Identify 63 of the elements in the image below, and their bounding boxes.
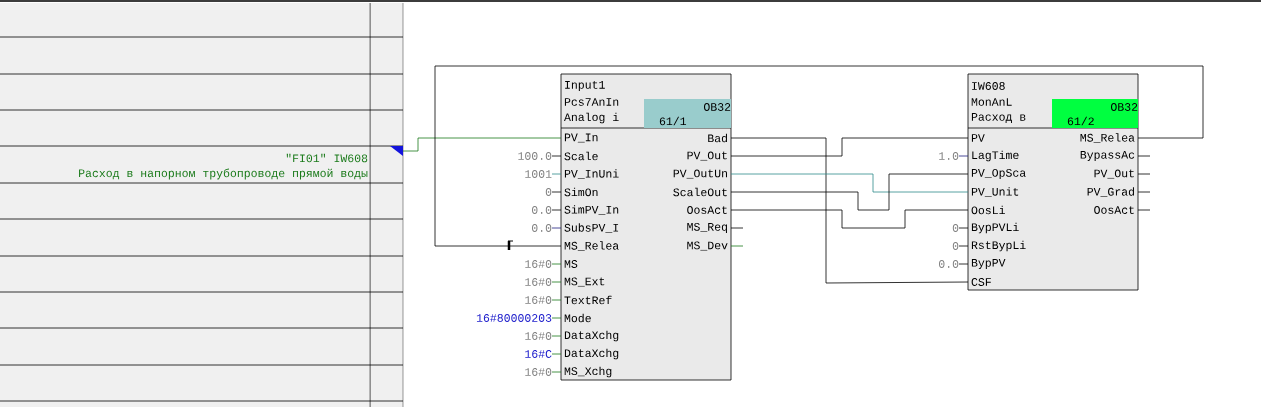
connection-line bbox=[730, 209, 969, 229]
connection-line bbox=[434, 65, 1204, 250]
pin-label: MS_Dev bbox=[687, 241, 728, 251]
constant-value: 16#0 bbox=[525, 278, 562, 286]
pin-label: PV_In bbox=[564, 133, 598, 143]
pin-label: BypassAc bbox=[1080, 151, 1135, 161]
pin-label: Scale bbox=[564, 151, 598, 161]
pin-label: PV_OpSca bbox=[971, 168, 1026, 180]
pin-label: MS_Ext bbox=[564, 277, 605, 287]
pin-label: PV_Out bbox=[1094, 169, 1134, 179]
pin-label: SubsPV_I bbox=[564, 223, 619, 233]
pin-label: ScaleOut bbox=[673, 187, 727, 197]
sheet-bar-cell: "FI01" IW608 Расход в напорном трубопроводе прямой воды bbox=[79, 146, 403, 180]
connection-line bbox=[402, 137, 562, 152]
node-label: Расход в напорном трубопроводе прямой воды bbox=[79, 168, 368, 180]
constant-value: 0 bbox=[952, 224, 969, 232]
pin-label: RstBypLi bbox=[971, 240, 1026, 252]
pin-label: DataXchg bbox=[564, 330, 619, 342]
pin-label: MS_Relea bbox=[1080, 133, 1135, 143]
pin-label: BypPVLi bbox=[971, 222, 1019, 234]
pin-label: Mode bbox=[564, 313, 591, 323]
connection-line bbox=[730, 173, 969, 193]
constant-value: 16#0 bbox=[525, 296, 562, 304]
constant-value: 100.0 bbox=[518, 152, 562, 160]
pin-label: BypPV bbox=[971, 259, 1006, 269]
pin-label: MS_Relea bbox=[564, 241, 619, 251]
pin-label: SimOn bbox=[564, 187, 598, 197]
pin-label: SimPV_In bbox=[564, 205, 619, 215]
constant-value: 0.0 bbox=[532, 224, 562, 232]
task-label: OB32 61/2 bbox=[1052, 99, 1138, 128]
pin-label: MS_Xchg bbox=[564, 366, 612, 378]
constant-value: 16#0 bbox=[525, 332, 562, 340]
pin-label: PV_OutUn bbox=[673, 169, 727, 179]
connection-line bbox=[730, 137, 969, 284]
node-label: "FI01" IW608 bbox=[286, 153, 368, 163]
constant-value: 1001 bbox=[525, 170, 562, 178]
pin-label: PV_Unit bbox=[971, 187, 1019, 197]
constant-value: 0 bbox=[952, 242, 969, 250]
pin-label: OosLi bbox=[971, 205, 1005, 215]
pin-label: TextRef bbox=[564, 295, 612, 305]
pin-label: OosAct bbox=[1094, 206, 1134, 214]
constant-value: 0.0 bbox=[532, 206, 562, 214]
pin-label: PV_Grad bbox=[1087, 187, 1134, 197]
pin-label: PV bbox=[971, 134, 985, 142]
pin-label: CSF bbox=[971, 278, 991, 286]
connection-line bbox=[730, 137, 969, 157]
pin-label: MS bbox=[564, 260, 578, 268]
pin-label: PV_InUni bbox=[564, 169, 619, 179]
task-label: OB32 61/1 bbox=[644, 99, 731, 128]
pin-label: PV_Out bbox=[687, 151, 727, 161]
constant-value: 0 bbox=[545, 188, 562, 196]
constant-value: 1.0 bbox=[939, 152, 969, 160]
pin-label: Bad bbox=[708, 133, 727, 143]
pin-label: LagTime bbox=[972, 150, 1019, 162]
constant-value: 16#80000203 bbox=[476, 314, 562, 322]
constant-value: 16#0 bbox=[525, 368, 562, 376]
connection-line bbox=[730, 173, 969, 211]
pin-label: MS_Req bbox=[687, 222, 727, 234]
constant-value: 0.0 bbox=[939, 260, 969, 268]
pin-label: OosAct bbox=[687, 206, 727, 214]
constant-value: 16#C bbox=[525, 350, 562, 358]
constant-value: 16#0 bbox=[525, 260, 562, 268]
pin-label: DataXchg bbox=[564, 348, 619, 360]
